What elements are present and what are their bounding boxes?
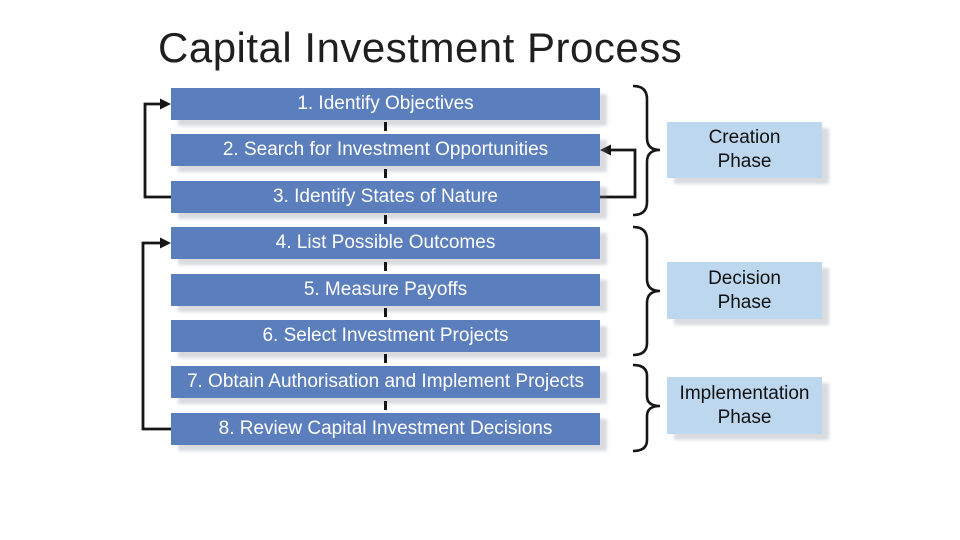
brace-decision-phase (632, 225, 661, 357)
step-flow-dash-icon (384, 169, 387, 178)
process-step-label: 8. Review Capital Investment Decisions (218, 418, 553, 439)
step-flow-dash-icon (384, 262, 387, 271)
brace-creation-phase (632, 84, 661, 217)
feedback-arrow-step8-to-step4 (141, 237, 171, 431)
process-step-label: 6. Select Investment Projects (262, 325, 509, 346)
phase-label-line: Creation (708, 127, 781, 148)
feedback-arrow-step3-to-step1 (143, 98, 171, 199)
brace-implementation-phase (632, 363, 661, 453)
process-step-box: 5. Measure Payoffs (171, 274, 600, 306)
arrowhead-right-icon (160, 98, 171, 110)
process-step-label: 1. Identify Objectives (297, 93, 474, 114)
process-step-label: 2. Search for Investment Opportunities (222, 139, 549, 160)
process-step-box: 8. Review Capital Investment Decisions (171, 413, 600, 445)
feedback-arrow-step3-to-step2 (600, 144, 637, 199)
phase-label-line: Implementation (679, 382, 810, 404)
step-flow-dash-icon (384, 354, 387, 363)
process-step-box: 3. Identify States of Nature (171, 181, 600, 213)
arrowhead-right-icon (160, 237, 171, 249)
phase-label-line: Phase (717, 291, 772, 313)
slide-title: Capital Investment Process (158, 24, 683, 71)
step-flow-dash-icon (384, 122, 387, 131)
process-step-label: 7. Obtain Authorisation and Implement Pr… (186, 371, 585, 392)
process-step-box: 7. Obtain Authorisation and Implement Pr… (171, 366, 600, 398)
process-step-label: 5. Measure Payoffs (303, 279, 468, 300)
process-step-box: 4. List Possible Outcomes (171, 227, 600, 259)
process-step-box: 1. Identify Objectives (171, 88, 600, 120)
step-flow-dash-icon (384, 401, 387, 410)
phase-label-line: Phase (717, 151, 772, 172)
phase-label-line: Decision (708, 267, 781, 289)
step-flow-dash-icon (384, 308, 387, 317)
process-step-label: 4. List Possible Outcomes (275, 232, 496, 253)
step-flow-dash-icon (384, 215, 387, 224)
process-step-box: 6. Select Investment Projects (171, 320, 600, 352)
phase-label-line: Phase (717, 406, 772, 428)
arrowhead-left-icon (600, 144, 611, 156)
process-step-label: 3. Identify States of Nature (273, 186, 498, 207)
process-step-box: 2. Search for Investment Opportunities (171, 134, 600, 166)
